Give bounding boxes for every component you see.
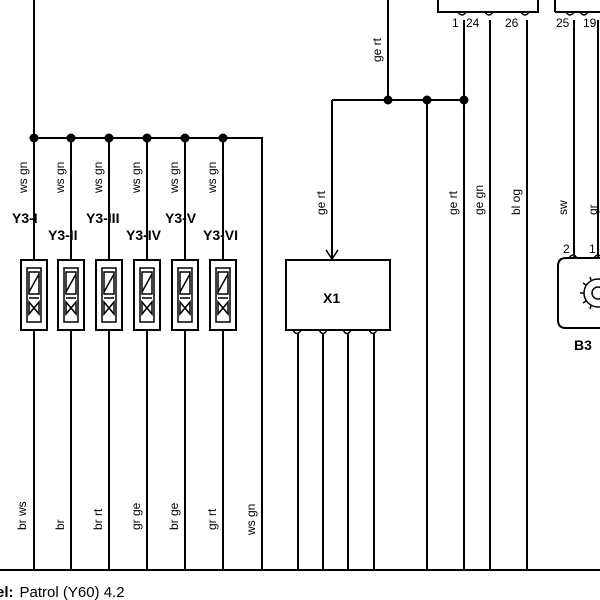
injector-symbols [20,259,237,331]
injector-label: Y3-I [12,210,38,226]
wire-color-label: ws gn [244,504,258,536]
injector-icon [209,259,237,331]
injector-icon [20,259,48,331]
pin-label: 25 [556,16,570,30]
injector-label: Y3-III [86,210,119,226]
wire-color-label: ge rt [314,190,328,215]
wire-color-label: ws gn [205,162,219,194]
x1-label: X1 [323,290,340,306]
pin-label: 26 [505,16,519,30]
wire-color-label: ws gn [16,162,30,194]
sensor-b3: B3 [557,254,600,353]
b3-pin-label: 2 [563,242,570,256]
wire-color-label: br [53,519,67,530]
pin-label: 19 [583,16,597,30]
wire-color-label: ge rt [370,37,384,62]
injector-label: Y3-IV [126,227,162,243]
injector-top-wires [29,133,228,260]
wire-color-label: ws gn [53,162,67,194]
injector-icon [57,259,85,331]
injector-bottom-wires [33,330,224,570]
wire-color-label: ws gn [167,162,181,194]
wire-color-label: ws gn [91,162,105,194]
injector-label: Y3-II [48,227,78,243]
injector-icon [171,259,199,331]
wire-color-label: gr rt [205,508,219,530]
injector-label: Y3-V [165,210,197,226]
wire-color-label: gr ge [129,502,143,530]
injector-label: Y3-VI [203,227,238,243]
wire-color-label: ws gn [129,162,143,194]
wire-color-label: br rt [91,508,105,530]
wire-color-label: br ws [15,501,29,530]
injector-icon [95,259,123,331]
wire-color-label: ge rt [446,190,460,215]
pin-label: 1 [452,16,459,30]
b3-pin-label: 1 [589,242,596,256]
wire-color-label: ge gn [472,185,486,215]
ecu-connector: 1 24 26 25 19 [437,0,600,30]
wire-color-label: bl og [509,189,523,215]
wire-color-label: sw [556,200,570,215]
b3-label: B3 [574,337,592,353]
pin-label: 24 [466,16,480,30]
injector-icon [133,259,161,331]
wire-color-label: br ge [167,502,181,530]
connector-x1: X1 [285,259,391,570]
wire-color-label: gr [586,204,600,215]
footer-model: el:Patrol (Y60) 4.2 [0,584,125,600]
